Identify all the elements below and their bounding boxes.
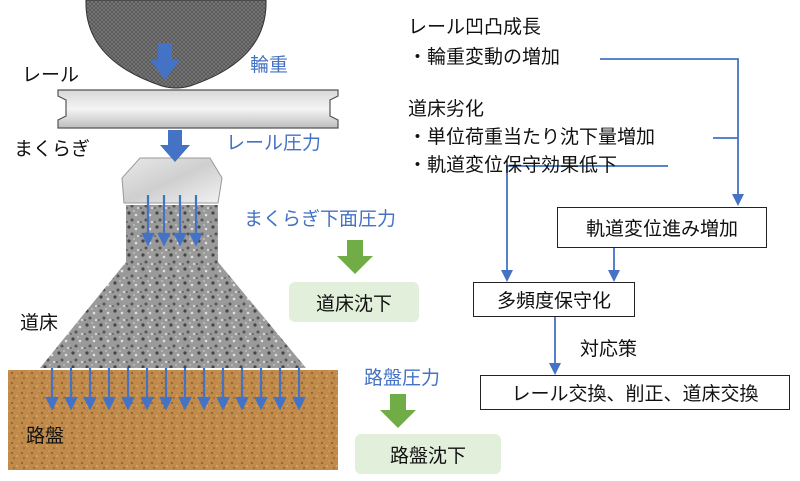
countermeasure-label: 対応策 (580, 338, 638, 360)
sleeper-pressure-label: まくらぎ下面圧力 (244, 208, 397, 230)
sleeper-pressure-arrows (141, 195, 203, 247)
rail-label: レール (22, 64, 80, 86)
flow-arrowheads (501, 194, 744, 375)
roadbed-settlement-arrow (380, 394, 416, 428)
rail-growth-item: ・輪重変動の増加 (408, 46, 561, 68)
ballast-settlement-box: 道床沈下 (289, 282, 419, 322)
frequent-maintenance-box: 多頻度保守化 (473, 282, 635, 317)
roadbed-pressure-label: 路盤圧力 (364, 367, 441, 389)
roadbed-pressure-arrows (45, 368, 306, 411)
countermeasure-box: レール交換、削正、道床交換 (480, 375, 790, 410)
ballast-settlement-arrow (337, 240, 373, 274)
ballast-item-2: ・軌道変位保守効果低下 (408, 154, 618, 176)
track-irregularity-box: 軌道変位進み増加 (557, 207, 767, 248)
rail-growth-title: レール凹凸成長 (408, 16, 542, 38)
rail-pressure-label: レール圧力 (226, 132, 322, 154)
wheel-load-label: 輪重 (250, 54, 289, 76)
wheel (85, 0, 267, 89)
flow-connectors (506, 58, 739, 365)
ballast-degradation-title: 道床劣化 (408, 98, 485, 120)
sleeper-label: まくらぎ (14, 138, 91, 160)
ballast-item-1: ・単位荷重当たり沈下量増加 (408, 126, 656, 148)
ballast-label: 道床 (20, 312, 59, 334)
roadbed-label: 路盤 (26, 425, 65, 447)
roadbed-soil (8, 370, 338, 470)
ballast-gravel (40, 205, 306, 368)
sleeper-block (121, 157, 223, 204)
rail (57, 89, 339, 129)
wheel-load-arrow (150, 43, 180, 80)
roadbed-settlement-box: 路盤沈下 (355, 434, 501, 474)
rail-pressure-arrow (160, 130, 190, 162)
